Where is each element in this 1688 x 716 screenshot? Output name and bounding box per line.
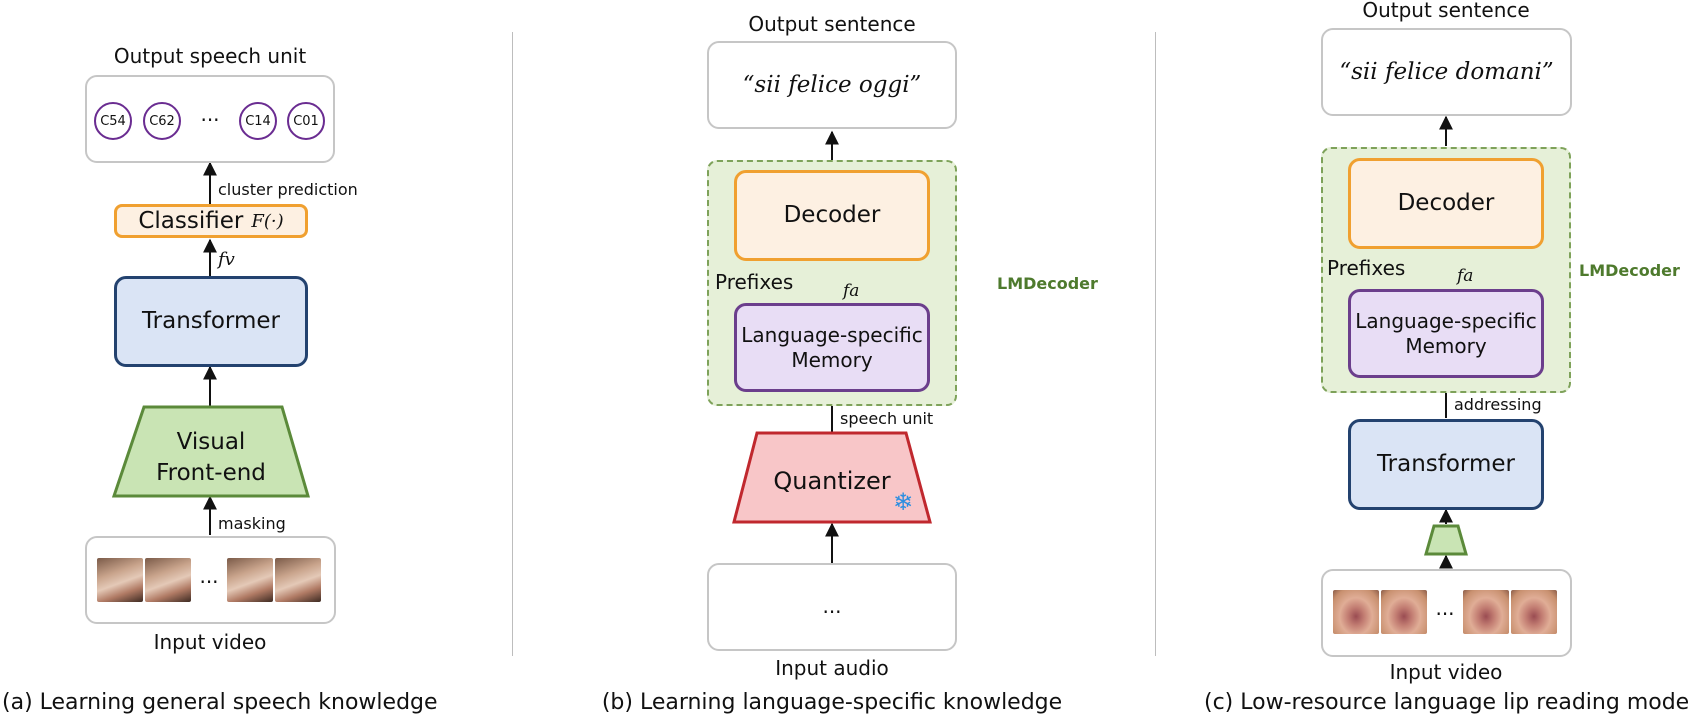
classifier-label: Classifier: [138, 208, 244, 234]
c-frames-ellipsis: ···: [1435, 602, 1455, 626]
c-fa-label: fa: [1457, 266, 1474, 286]
unit-c14: C14: [239, 102, 277, 140]
c-decoder-label: Decoder: [1397, 190, 1495, 217]
video-frame: [227, 558, 273, 602]
b-audio-ellipsis: ···: [822, 600, 842, 624]
b-quantizer-label: Quantizer: [773, 467, 891, 495]
visual-frontend-shape: [111, 405, 311, 498]
lip-frame: [1511, 590, 1557, 634]
caption-c: (c) Low-resource language lip reading mo…: [1204, 690, 1688, 715]
a-fv-label: fv: [218, 249, 235, 270]
frontend-label-line2: Front-end: [156, 460, 266, 486]
lip-frame: [1381, 590, 1427, 634]
b-output-title: Output sentence: [748, 12, 916, 36]
snowflake-icon: ❄: [893, 488, 914, 516]
frontend-label-line1: Visual: [176, 429, 246, 455]
c-output-title: Output sentence: [1362, 0, 1530, 22]
b-decoder-box: Decoder: [734, 170, 930, 261]
c-decoder-box: Decoder: [1348, 158, 1544, 249]
c-transformer-label: Transformer: [1376, 451, 1515, 478]
b-speech-unit-label: speech unit: [840, 409, 934, 428]
c-memory-line2: Memory: [1405, 333, 1487, 358]
b-decoder-label: Decoder: [783, 202, 881, 229]
c-transformer-box: Transformer: [1348, 419, 1544, 510]
b-fa-label: fa: [843, 281, 860, 301]
c-lmdecoder-label: LMDecoder: [1579, 261, 1680, 280]
c-output-sentence-box: “sii felice domani”: [1321, 28, 1572, 116]
c-output-sentence: “sii felice domani”: [1339, 59, 1554, 85]
small-frontend-shape: [1424, 524, 1468, 556]
a-output-title: Output speech unit: [113, 44, 307, 68]
b-output-sentence-box: “sii felice oggi”: [707, 41, 957, 129]
unit-c54: C54: [94, 102, 132, 140]
b-output-sentence: “sii felice oggi”: [742, 72, 922, 98]
quantizer-shape: [732, 431, 932, 524]
lip-frame: [1333, 590, 1379, 634]
a-units-ellipsis: ···: [200, 108, 220, 132]
video-frame: [97, 558, 143, 602]
a-masking-label: masking: [218, 514, 286, 533]
a-cluster-prediction-label: cluster prediction: [218, 180, 358, 199]
classifier-fn-label: F(·): [251, 210, 284, 232]
c-addressing-label: addressing: [1454, 395, 1542, 414]
separator-right: [1155, 32, 1156, 656]
separator-left: [512, 32, 513, 656]
video-frame: [145, 558, 191, 602]
b-prefixes-label: Prefixes: [715, 270, 794, 294]
b-input-label: Input audio: [775, 656, 889, 680]
b-memory-line1: Language-specific: [741, 322, 923, 347]
b-memory-line2: Memory: [791, 347, 873, 372]
unit-c62: C62: [143, 102, 181, 140]
b-input-audio-box: [707, 563, 957, 651]
caption-b: (b) Learning language-specific knowledge: [601, 690, 1063, 715]
a-transformer-label: Transformer: [141, 308, 280, 335]
a-input-label: Input video: [153, 630, 267, 654]
a-transformer-box: Transformer: [114, 276, 308, 367]
a-frames-ellipsis: ···: [199, 570, 219, 594]
b-lmdecoder-label: LMDecoder: [997, 274, 1098, 293]
c-prefixes-label: Prefixes: [1327, 256, 1406, 280]
c-input-label: Input video: [1389, 660, 1503, 684]
c-memory-line1: Language-specific: [1355, 308, 1537, 333]
lip-frame: [1463, 590, 1509, 634]
unit-c01: C01: [287, 102, 325, 140]
caption-a: (a) Learning general speech knowledge: [2, 690, 438, 715]
classifier-box: Classifier F(·): [114, 204, 308, 238]
video-frame: [275, 558, 321, 602]
